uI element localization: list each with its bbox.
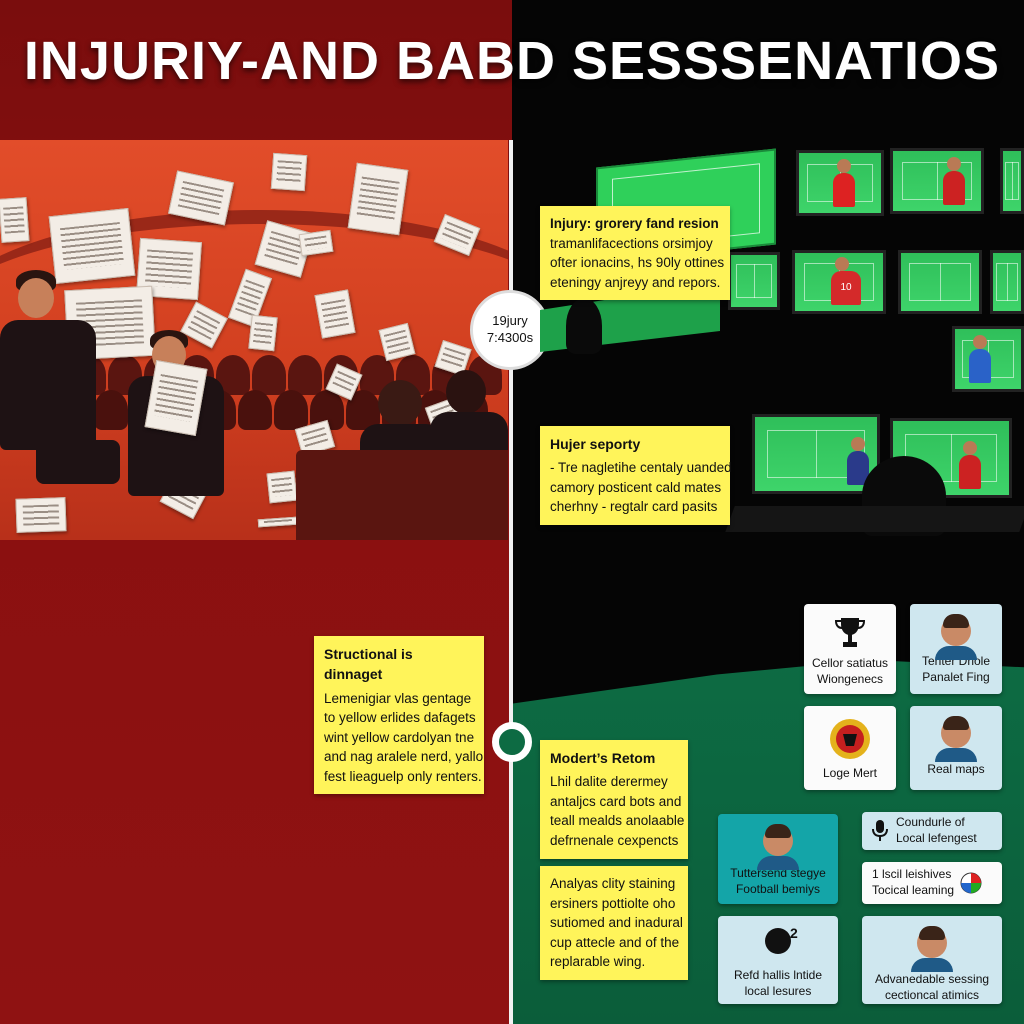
note-line: Injury: grorery fand resion bbox=[550, 216, 719, 231]
timeline-node-line: 7:4300s bbox=[486, 330, 534, 345]
card-label: Advanedable sessing bbox=[874, 972, 990, 986]
video-monitor bbox=[952, 326, 1024, 392]
flying-paper bbox=[0, 197, 30, 243]
card-tuttersend-stegye[interactable]: Tuttersend stegye Football bemiys bbox=[718, 814, 838, 904]
timeline-node-line: 19jury bbox=[492, 313, 528, 329]
seated-man-figure bbox=[0, 270, 120, 530]
flying-paper bbox=[270, 152, 308, 192]
video-monitor bbox=[990, 250, 1024, 314]
person-avatar-icon bbox=[914, 614, 998, 660]
note-line: cup attecle and of the bbox=[550, 934, 680, 950]
card-label: Coundurle of bbox=[896, 815, 965, 830]
club-crest-icon bbox=[808, 718, 892, 760]
note-analyas: Analyas clity staining ersiners pottiolt… bbox=[540, 866, 688, 980]
note-line: ofter ionacins, hs 90ly ottines bbox=[550, 255, 725, 271]
card-label: Tocical leaming bbox=[872, 883, 955, 897]
card-label: Football bemiys bbox=[735, 881, 821, 896]
timeline-node-date: 19jury 7:4300s bbox=[470, 290, 550, 370]
timeline-node-marker bbox=[492, 722, 532, 762]
card-label: local lesures bbox=[744, 983, 812, 998]
card-advanedable-sessing[interactable]: Advanedable sessing cectioncal atimics bbox=[862, 916, 1002, 1004]
note-line: Lemenigiar vlas gentage bbox=[324, 690, 472, 706]
card-tenter-drlole[interactable]: Tenter Drlole Panalet Fing bbox=[910, 604, 1002, 694]
note-line: ersiners pottiolte oho bbox=[550, 895, 676, 911]
card-label: Refd hallis lntide bbox=[733, 968, 823, 982]
note-title: Modert’s Retom bbox=[550, 750, 656, 766]
page-title: INJURIY-AND BABD SESSSENATIOS bbox=[23, 31, 1001, 91]
video-monitor bbox=[898, 250, 982, 314]
card-label: Loge Mert bbox=[822, 766, 878, 780]
person-avatar-icon bbox=[866, 926, 998, 972]
note-line: defrnenale cexpencts bbox=[550, 832, 679, 848]
note-injury: Injury: grorery fand resion tramanliface… bbox=[540, 206, 730, 301]
video-monitor bbox=[1000, 148, 1024, 214]
person-avatar-icon bbox=[722, 824, 834, 870]
note-line: and nag aralele nerd, yallo bbox=[324, 749, 484, 765]
microphone-icon bbox=[872, 820, 888, 842]
video-monitor bbox=[728, 252, 780, 310]
video-monitor bbox=[752, 414, 880, 494]
note-line: replarable wing. bbox=[550, 954, 646, 970]
note-line: sutiomed and inadural bbox=[550, 915, 683, 931]
note-structional: Structional is dinnaget Lemenigiar vlas … bbox=[314, 636, 484, 795]
timeline-divider bbox=[509, 140, 513, 1024]
note-line: Analyas clity staining bbox=[550, 876, 676, 891]
note-line: wint yellow cardolyan tne bbox=[324, 729, 475, 745]
note-line: antaljcs card bots and bbox=[550, 793, 682, 809]
note-title: Structional is dinnaget bbox=[324, 646, 413, 683]
note-line: eteningy anjreyy and repors. bbox=[550, 274, 721, 290]
card-refd-hallis[interactable]: 2 Refd hallis lntide local lesures bbox=[718, 916, 838, 1004]
flying-paper bbox=[298, 229, 334, 257]
monitor-desk bbox=[725, 506, 1024, 532]
note-line: fest lieaguelp only renters. bbox=[324, 768, 482, 784]
flying-paper bbox=[314, 289, 356, 339]
card-label: Tuttersend stegye bbox=[730, 866, 826, 880]
card-label: Panalet Fing bbox=[922, 669, 990, 684]
reading-man-figure bbox=[120, 330, 230, 530]
card-label: Wiongenecs bbox=[816, 671, 884, 686]
card-lscil-leishives[interactable]: 1 lscil leishives Tocical leaming bbox=[862, 862, 1002, 904]
card-loge-mert[interactable]: Loge Mert bbox=[804, 706, 896, 790]
card-real-maps[interactable]: Real maps bbox=[910, 706, 1002, 790]
press-desk bbox=[296, 450, 508, 540]
flying-paper bbox=[257, 516, 299, 528]
card-label: cectioncal atimics bbox=[884, 987, 980, 1002]
analyst-silhouette bbox=[566, 298, 602, 354]
ball-icon bbox=[960, 872, 982, 894]
card-label: Local lefengest bbox=[896, 831, 977, 845]
note-hujer-seporty: Hujer seporty - Tre nagletihe centaly ua… bbox=[540, 426, 732, 525]
note-line: to yellow erlides dafagets bbox=[324, 710, 476, 726]
video-monitor bbox=[890, 148, 984, 214]
flying-paper bbox=[347, 162, 409, 236]
note-line: - Tre nagletihe centaly uanded bbox=[550, 460, 732, 476]
video-monitor bbox=[796, 150, 884, 216]
silhouette-icon: 2 bbox=[722, 925, 834, 954]
note-line: camory posticent cald mates bbox=[550, 479, 722, 495]
press-conference-illustration bbox=[0, 140, 508, 540]
note-line: tramanlifacections orsimjoy bbox=[550, 235, 713, 251]
flying-paper bbox=[248, 314, 278, 352]
note-title: Hujer seporty bbox=[550, 436, 641, 452]
card-label: Cellor satiatus bbox=[811, 656, 889, 670]
video-monitor: 10 bbox=[792, 250, 886, 314]
card-label: 1 lscil leishives bbox=[872, 867, 952, 882]
card-cellor-satiatus[interactable]: Cellor satiatus Wiongenecs bbox=[804, 604, 896, 694]
flying-paper bbox=[266, 470, 298, 504]
note-line: teall mealds anolaable bbox=[550, 813, 685, 829]
card-label: Real maps bbox=[927, 762, 985, 776]
note-line: cherhny - regtalr card pasits bbox=[550, 499, 718, 515]
person-avatar-icon bbox=[914, 716, 998, 762]
note-line: Lhil dalite derermey bbox=[550, 774, 668, 790]
trophy-icon bbox=[808, 616, 892, 650]
card-coundurle[interactable]: Coundurle of Local lefengest bbox=[862, 812, 1002, 850]
shirt-number: 10 bbox=[831, 257, 861, 305]
note-moderts-retom: Modert’s Retom Lhil dalite derermey anta… bbox=[540, 740, 688, 859]
badge-number: 2 bbox=[790, 925, 798, 941]
